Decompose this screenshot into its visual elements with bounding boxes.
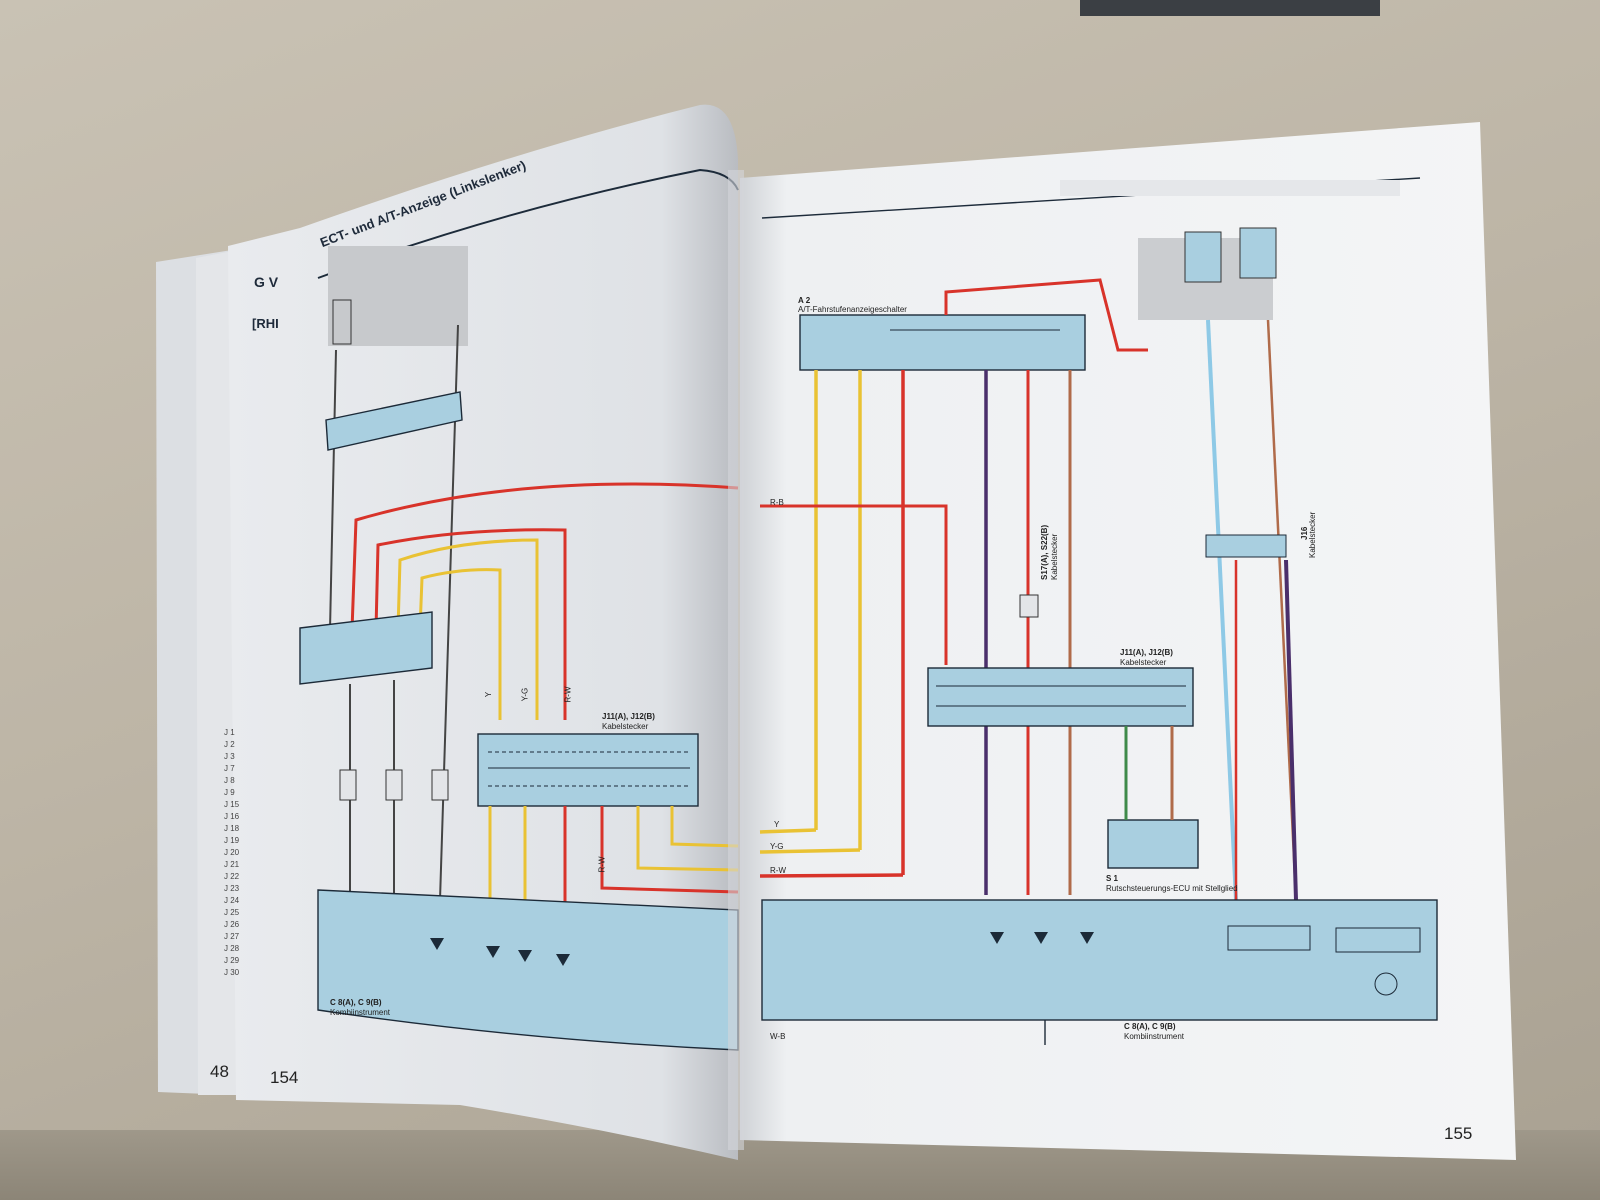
left-connector-j1 [339, 769, 357, 801]
s17-connector [1019, 594, 1039, 618]
left-wire-yellow-6 [670, 806, 739, 848]
right-wire-label-yg: Y-G [770, 842, 784, 851]
a2-switch-block [799, 314, 1086, 371]
left-page-number: 154 [270, 1068, 299, 1087]
index-item: J 9 [224, 788, 235, 797]
right-wire-label-wb: W-B [770, 1032, 786, 1041]
left-wire-yellow-5 [636, 806, 739, 872]
s17-label: S17(A), S22(B) [1040, 524, 1049, 580]
right-wire-label-rb: R-B [770, 498, 784, 507]
right-wire-purple-long [1284, 559, 1298, 901]
right-wire-label-y: Y [774, 820, 780, 829]
spine-shadow [728, 170, 744, 1150]
right-led-3 [1080, 932, 1094, 944]
right-wire-rw-h [759, 873, 904, 878]
left-wire-red-4 [600, 806, 739, 894]
index-item: J 18 [224, 824, 240, 833]
right-led-2 [1034, 932, 1048, 944]
left-led-3 [518, 950, 532, 962]
left-led-1 [430, 938, 444, 950]
index-item: J 25 [224, 908, 240, 917]
right-wire-label-rw: R-W [770, 866, 786, 875]
left-wire-label-rw: R-W [563, 686, 573, 703]
left-wire-yellow-2 [418, 568, 502, 720]
left-j11-connector [477, 733, 699, 807]
right-wire-blue [1206, 319, 1238, 901]
index-item: J 3 [224, 752, 235, 761]
left-connector-label: J11(A), J12(B) [602, 712, 655, 721]
left-wire-red-1 [350, 482, 739, 631]
right-instrument-block [761, 899, 1438, 1021]
right-led-1 [990, 932, 1004, 944]
left-instrument-block [317, 889, 739, 1051]
a2-sub: A/T-Fahrstufenanzeigeschalter [798, 305, 907, 314]
right-instrument-sub: Kombiinstrument [1124, 1032, 1185, 1041]
j16-sub: Kabelstecker [1308, 511, 1317, 558]
index-item: J 16 [224, 812, 240, 821]
left-wire-label-rw-2: R-W [597, 856, 607, 873]
index-item: J 30 [224, 968, 240, 977]
index-item: J 20 [224, 848, 240, 857]
left-junction-bar [325, 391, 463, 451]
index-item: J 2 [224, 740, 235, 749]
left-instrument-label: C 8(A), C 9(B) [330, 998, 382, 1007]
index-item: J 7 [224, 764, 235, 773]
index-item: J 23 [224, 884, 240, 893]
left-wire-label-y: Y [484, 691, 494, 698]
right-wire-yg-h [759, 848, 861, 854]
dark-object-top [1080, 0, 1380, 16]
left-connector-j2 [385, 769, 403, 801]
left-fuse-box [328, 246, 468, 346]
s17-sub: Kabelstecker [1050, 533, 1059, 580]
right-instrument-module-1 [1227, 925, 1311, 951]
index-list: J 1 J 2 J 3 J 7 J 8 J 9 J 15 J 16 J 18 J… [224, 728, 239, 980]
right-instrument-module-2 [1335, 927, 1421, 953]
under-page-tag: [RHI [252, 316, 279, 331]
index-item: J 8 [224, 776, 235, 785]
left-wire-label-yg: Y-G [520, 687, 530, 702]
j16-connector [1205, 534, 1287, 558]
right-j11-connector [927, 667, 1194, 727]
index-item: J 22 [224, 872, 240, 881]
right-fuse-2 [1239, 227, 1277, 279]
right-fuse-1 [1184, 231, 1222, 283]
index-item: J 26 [224, 920, 240, 929]
right-page-number: 155 [1444, 1124, 1473, 1143]
left-wire-red-2 [374, 528, 567, 720]
left-wire-gray-1 [329, 349, 337, 631]
left-instrument-sub: Kombiinstrument [330, 1008, 391, 1017]
s1-label: S 1 [1106, 874, 1119, 883]
right-connector-label: J11(A), J12(B) [1120, 648, 1173, 657]
under-page-heading: G V [254, 274, 279, 290]
ghost-header [1060, 180, 1400, 196]
right-connector-sub: Kabelstecker [1120, 658, 1167, 667]
under-page-number: 48 [210, 1062, 229, 1081]
s1-sub: Rutschsteuerungs-ECU mit Stellglied [1106, 884, 1238, 893]
index-item: J 15 [224, 800, 240, 809]
left-led-4 [556, 954, 570, 966]
left-connector-block [299, 611, 433, 685]
a2-label: A 2 [798, 296, 811, 305]
left-connector-sub: Kabelstecker [602, 722, 649, 731]
index-item: J 27 [224, 932, 240, 941]
left-led-2 [486, 946, 500, 958]
left-fuse [332, 299, 352, 345]
index-item: J 1 [224, 728, 235, 737]
index-item: J 19 [224, 836, 240, 845]
index-item: J 24 [224, 896, 240, 905]
index-item: J 28 [224, 944, 240, 953]
right-wire-top-red [944, 278, 1148, 352]
right-wire-rb-horizontal [760, 504, 948, 665]
index-item: J 21 [224, 860, 240, 869]
right-wire-y-h [759, 828, 817, 834]
s1-ecu-box [1107, 819, 1199, 869]
right-gauge [1374, 972, 1398, 996]
right-instrument-label: C 8(A), C 9(B) [1124, 1022, 1176, 1031]
left-wire-yellow-1 [396, 538, 539, 720]
index-item: J 29 [224, 956, 240, 965]
left-connector-j3 [431, 769, 449, 801]
